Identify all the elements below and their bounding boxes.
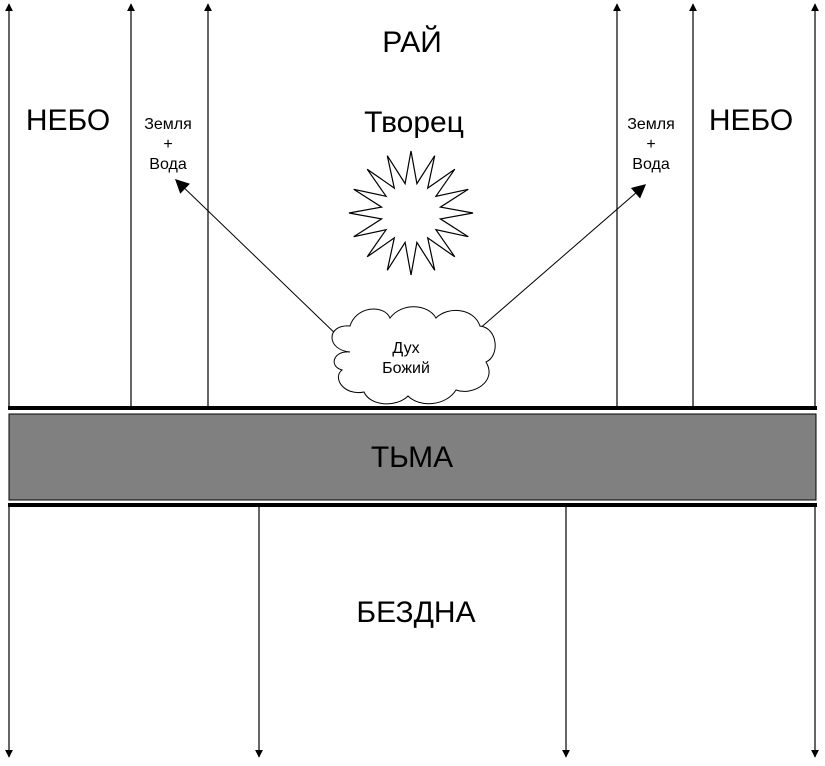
sky-right-label: НЕБО bbox=[709, 104, 793, 137]
darkness-band bbox=[8, 413, 817, 501]
sky-left-label: НЕБО bbox=[26, 104, 110, 137]
spirit-arrow-left bbox=[174, 179, 343, 341]
spirit-arrows bbox=[174, 179, 647, 341]
water-word: Вода bbox=[632, 156, 670, 173]
star-burst-icon bbox=[348, 150, 474, 276]
earth-water-left-label: Земля + Вода bbox=[144, 116, 192, 173]
paradise-label: РАЙ bbox=[382, 25, 442, 59]
spirit-arrow-right bbox=[477, 184, 647, 331]
earth-word: Земля bbox=[627, 116, 675, 133]
spirit-label-line1: Дух bbox=[392, 340, 419, 357]
plus-sign: + bbox=[646, 136, 655, 153]
earth-water-right-label: Земля + Вода bbox=[627, 116, 675, 173]
creator-label: Творец bbox=[364, 106, 464, 139]
plus-sign: + bbox=[163, 136, 172, 153]
darkness-label: ТЬМА bbox=[371, 441, 453, 474]
spirit-label-line2: Божий bbox=[382, 360, 430, 377]
earth-word: Земля bbox=[144, 116, 192, 133]
cloud-icon bbox=[331, 306, 496, 405]
upward-arrows bbox=[5, 3, 819, 408]
abyss-label: БЕЗДНА bbox=[356, 596, 475, 629]
water-word: Вода bbox=[149, 156, 187, 173]
downward-arrows bbox=[5, 507, 819, 758]
